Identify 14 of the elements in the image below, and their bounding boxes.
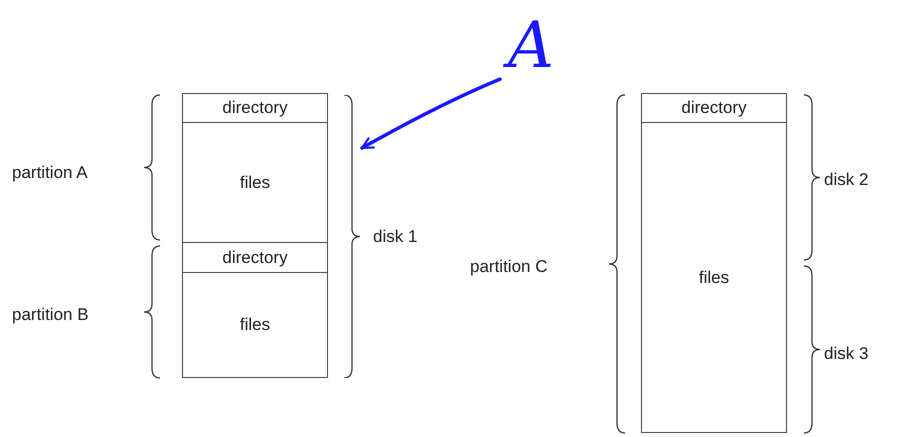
brace-label: partition A (12, 162, 88, 184)
storage-block: files (641, 122, 787, 433)
storage-block: files (182, 122, 328, 243)
brace-label: partition C (470, 256, 548, 278)
handwritten-letter: A (500, 6, 562, 86)
brace-label: disk 3 (824, 343, 868, 365)
brace-label: partition B (12, 304, 89, 326)
storage-block: files (182, 272, 328, 378)
storage-block: directory (182, 93, 328, 123)
brace-label: disk 1 (373, 226, 418, 248)
storage-block: directory (182, 242, 328, 273)
storage-block: directory (641, 93, 787, 123)
brace-label: disk 2 (824, 169, 868, 191)
hand-drawn-arrow (360, 77, 502, 150)
